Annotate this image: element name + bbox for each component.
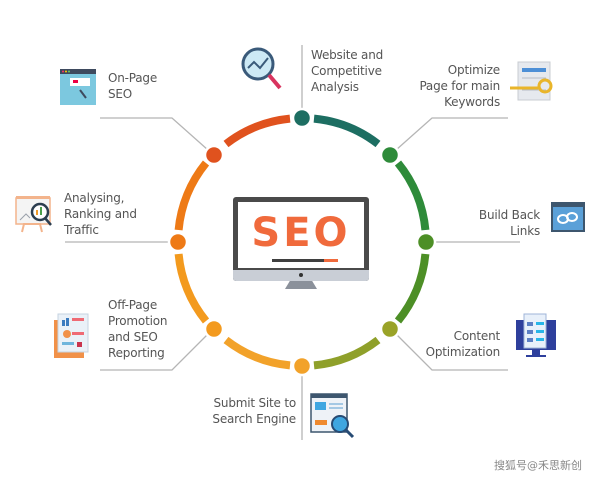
watermark: 搜狐号@禾思新创 — [494, 459, 582, 472]
node-on-page — [203, 144, 225, 166]
seo-monitor: SEO — [233, 197, 369, 289]
browser-page-icon — [60, 69, 96, 105]
node-content-optimization — [379, 318, 401, 340]
node-submit-site — [291, 355, 313, 377]
magnifier-chart-icon — [241, 47, 282, 90]
seo-title: SEO — [251, 210, 351, 256]
link-chain-icon — [551, 202, 585, 232]
checklist-monitor-icon — [516, 313, 556, 357]
node-build-backlinks — [415, 231, 437, 253]
analytics-board-icon — [15, 196, 52, 233]
node-off-page — [203, 318, 225, 340]
node-optimize-keywords — [379, 144, 401, 166]
search-document-icon — [310, 393, 355, 439]
node-website-analysis — [291, 107, 313, 129]
node-analysing — [167, 231, 189, 253]
document-key-icon — [510, 61, 553, 101]
report-icon — [54, 313, 89, 358]
